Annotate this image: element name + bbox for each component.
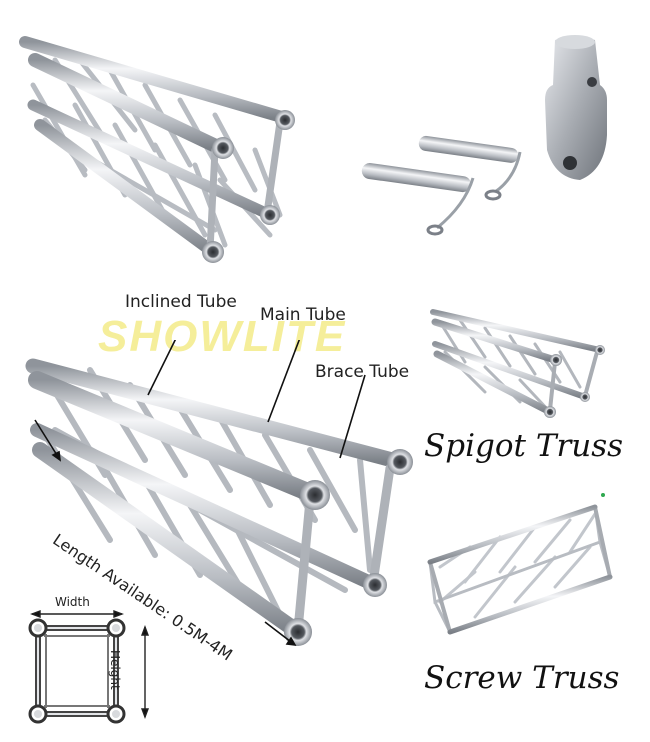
- label-width: Width: [55, 595, 90, 609]
- label-inclined-tube: Inclined Tube: [125, 292, 237, 312]
- spigot-truss-image: [430, 309, 605, 418]
- watermark-text: SHOWLITE: [98, 312, 347, 361]
- caption-spigot-truss: Spigot Truss: [424, 428, 624, 464]
- truss-image-top-left: [19, 36, 295, 263]
- cross-section-diagram: [28, 609, 150, 724]
- screw-truss-image: [427, 493, 613, 635]
- truss-image-labeled: [25, 340, 413, 646]
- spigot-connector-image: [361, 35, 607, 236]
- green-dot: [601, 493, 605, 497]
- caption-screw-truss: Screw Truss: [424, 660, 620, 696]
- label-height: Height: [108, 650, 122, 690]
- label-main-tube: Main Tube: [260, 305, 346, 325]
- label-brace-tube: Brace Tube: [315, 362, 410, 382]
